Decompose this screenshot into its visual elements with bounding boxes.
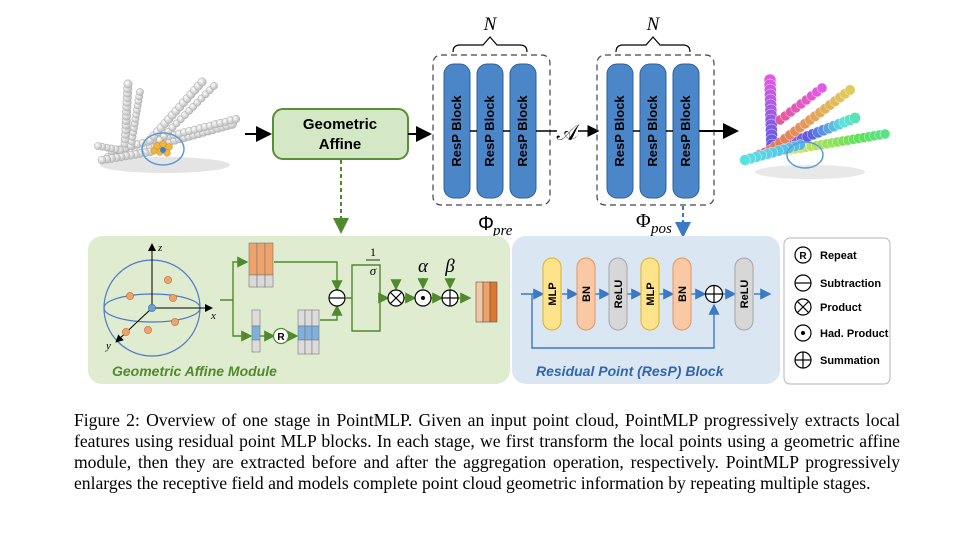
center-point — [148, 304, 156, 312]
top-feature-stack — [248, 242, 274, 288]
repeat-letter: R — [277, 332, 285, 343]
beta-label: β — [444, 256, 455, 277]
aggregation-symbol: 𝒜 — [557, 121, 580, 146]
legend-item-repeat: R Repeat — [794, 246, 857, 264]
sigma-numerator: 1 — [370, 245, 376, 259]
axis-x-label: x — [210, 310, 216, 322]
resp-block-pos-3: ResP Block — [672, 63, 700, 199]
resp-layer-label: ReLU — [613, 280, 625, 309]
resp-summation-operator — [704, 284, 724, 304]
legend-label: Had. Product — [820, 328, 889, 340]
phi-pre-symbol: Φ — [478, 213, 494, 235]
repeat-brace-pre — [452, 36, 528, 53]
resp-layer-relu: ReLU — [734, 257, 754, 331]
product-operator — [387, 289, 405, 307]
legend-item-product: Product — [794, 298, 862, 316]
sigma-denominator: σ — [370, 263, 377, 278]
legend-label: Summation — [820, 355, 880, 367]
affine-output-stack — [475, 281, 498, 323]
subtraction-operator — [328, 289, 346, 307]
geometric-affine-box: Geometric Affine — [272, 108, 409, 160]
legend-item-hadamard: Had. Product — [794, 324, 889, 342]
resp-layer-label: ReLU — [739, 280, 751, 309]
input-point-cloud — [94, 77, 241, 173]
legend-label: Subtraction — [820, 278, 881, 290]
resp-layer-relu: ReLU — [608, 257, 628, 331]
geometric-affine-module-panel: z x y — [88, 236, 510, 384]
axis-z-label: z — [157, 242, 163, 254]
resp-block-label: ResP Block — [449, 95, 464, 167]
phi-pos-symbol: Φ — [636, 210, 651, 232]
legend-symbol: R — [799, 251, 807, 262]
resp-block-label: ResP Block — [645, 95, 660, 167]
phi-pos-subscript: pos — [650, 221, 672, 237]
geometric-affine-label-line1: Geometric — [303, 116, 377, 133]
repeat-brace-pos — [615, 36, 691, 53]
caption-text: Overview of one stage in PointMLP. Given… — [74, 410, 900, 493]
summation-operator — [441, 289, 459, 307]
phi-pos-group: N ResP Block ResP Block ResP Block Φ pos — [596, 14, 715, 237]
resp-block-pre-1: ResP Block — [443, 63, 471, 199]
output-point-cloud — [739, 73, 891, 179]
axis-y-label: y — [105, 340, 111, 352]
resp-block-label: ResP Block — [678, 95, 693, 167]
resp-block-pos-2: ResP Block — [639, 63, 667, 199]
resp-layers: MLP BN ReLU MLP BN ReLU — [542, 257, 754, 331]
legend-label: Product — [820, 302, 862, 314]
legend-label: Repeat — [820, 250, 857, 262]
legend-item-summation: Summation — [794, 351, 880, 369]
phi-pre-subscript: pre — [492, 223, 513, 239]
resp-layer-mlp: MLP — [542, 257, 562, 331]
local-region-highlight — [141, 132, 185, 166]
resp-block-title: Residual Point (ResP) Block — [536, 363, 725, 379]
repeat-count-pre: N — [483, 14, 498, 35]
resp-layer-label: BN — [677, 286, 689, 302]
resp-block-pre-2: ResP Block — [476, 63, 504, 199]
resp-layer-label: BN — [581, 286, 593, 302]
resp-block-pos-1: ResP Block — [606, 63, 634, 199]
hadamard-operator — [414, 289, 432, 307]
center-feature-vector — [251, 309, 261, 353]
phi-pre-group: N ResP Block ResP Block ResP Block Φ pre — [432, 14, 551, 239]
resp-block-panel: MLP BN ReLU MLP BN ReLU Residual Point (ResP)… — [512, 236, 780, 384]
operator-legend: R Repeat Subtraction Product Had. Produc… — [783, 237, 891, 385]
neighbor-points — [122, 276, 179, 336]
axes — [115, 243, 213, 343]
affine-module-title: Geometric Affine Module — [112, 363, 277, 379]
repeated-feature-stack — [297, 309, 320, 355]
geometric-affine-label-line2: Affine — [319, 136, 362, 153]
resp-layer-label: MLP — [645, 282, 657, 305]
resp-layer-mlp: MLP — [640, 257, 660, 331]
alpha-label: α — [418, 256, 429, 277]
legend-item-subtraction: Subtraction — [794, 274, 881, 292]
resp-block-label: ResP Block — [612, 95, 627, 167]
repeat-count-pos: N — [646, 14, 661, 35]
resp-layer-bn: BN — [576, 257, 596, 331]
resp-block-label: ResP Block — [515, 95, 530, 167]
repeat-operator — [272, 327, 290, 345]
resp-layer-label: MLP — [547, 282, 559, 305]
caption-label: Figure 2: — [74, 410, 140, 430]
resp-layer-bn: BN — [672, 257, 692, 331]
figure-caption: Figure 2: Overview of one stage in Point… — [74, 410, 900, 494]
resp-block-pre-3: ResP Block — [509, 63, 537, 199]
resp-block-label: ResP Block — [482, 95, 497, 167]
